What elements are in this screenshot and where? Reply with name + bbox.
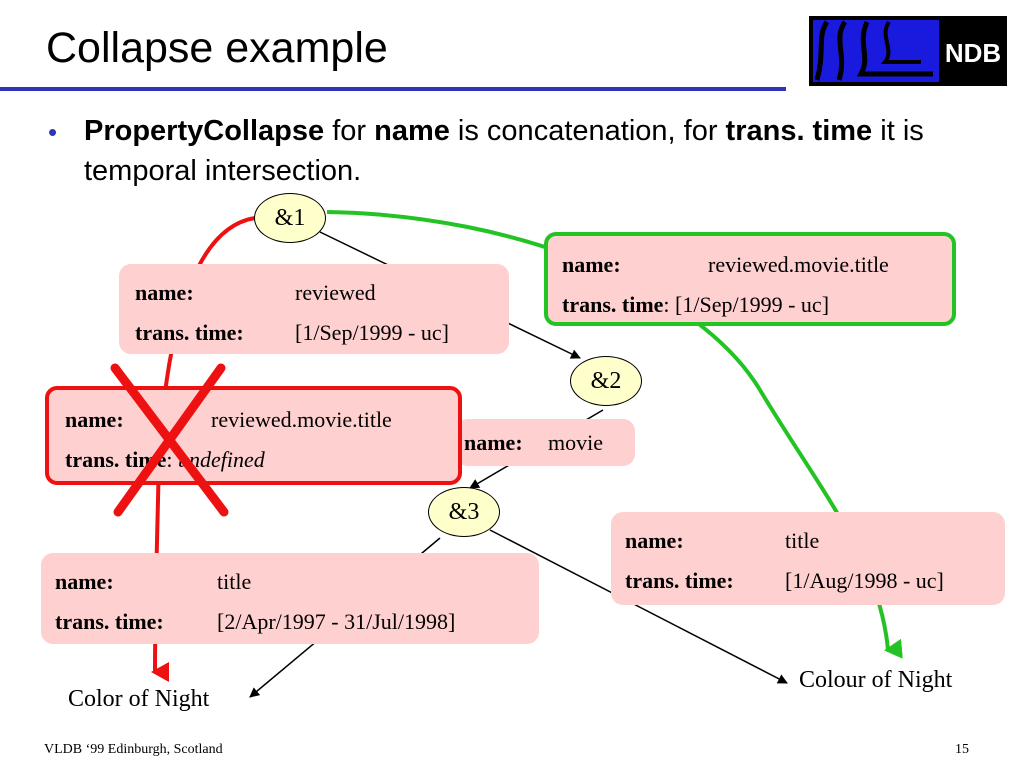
term-name: name [374,115,450,147]
node-3: &3 [428,487,500,537]
edge-3-right [489,529,788,684]
box-collapsed-green: name: reviewed.movie.title trans. time: … [544,232,956,326]
page-number: 15 [955,742,969,757]
bullet-text: PropertyCollapse for name is concatenati… [84,115,924,187]
slide-title: Collapse example [46,24,388,72]
leaf-colour-of-night: Colour of Night [799,667,953,693]
box-title-right: name: title trans. time: [1/Aug/1998 - u… [611,512,1005,605]
node-1: &1 [254,193,326,243]
box-collapsed-red: name: reviewed.movie.title trans. time: … [45,386,462,485]
logo-text: NDB [945,38,1001,68]
footer-venue: VLDB ‘99 Edinburgh, Scotland [44,742,223,757]
box-title-left: name: title trans. time: [2/Apr/1997 - 3… [41,553,539,644]
ndb-logo: NDB [809,16,1007,86]
node-2: &2 [570,356,642,406]
title-rule [0,87,786,91]
box-reviewed: name: reviewed trans. time: [1/Sep/1999 … [119,264,509,354]
bullet-marker: • [48,117,58,147]
term-propertycollapse: PropertyCollapse [84,115,325,147]
term-trans-time: trans. time [725,115,873,147]
leaf-color-of-night: Color of Night [68,686,210,712]
box-movie: name: movie [456,419,635,466]
